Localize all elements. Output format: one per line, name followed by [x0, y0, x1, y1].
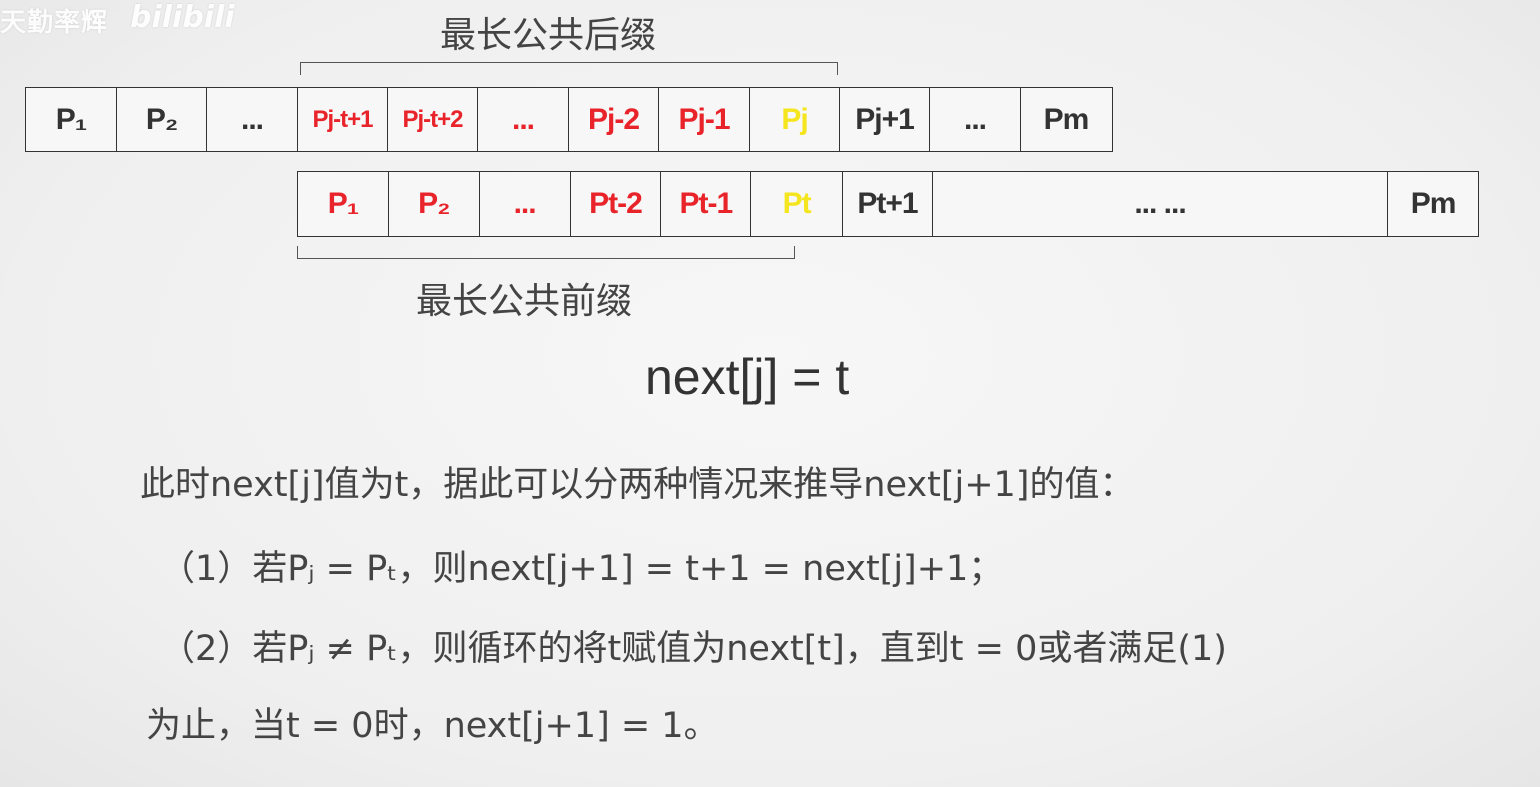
row-j-cell-5: Pj-t+2 [388, 88, 478, 151]
row-t-cell-9: Pm [1410, 187, 1457, 220]
row-j-cell-6: ... [478, 88, 569, 151]
row-j-cell-3: ... [207, 88, 298, 151]
row-j-cell-11: ... [930, 88, 1021, 151]
row-t-cell-1: P₁ [298, 172, 389, 236]
row-j-cell-8: Pj-1 [659, 88, 750, 151]
longest-common-prefix-label: 最长公共前缀 [416, 281, 633, 322]
row-j-cell-7: Pj-2 [569, 88, 659, 151]
row-j-cell-2: P₂ [117, 88, 207, 151]
suffix-bracket [300, 62, 838, 75]
row-t-cell-8: ... ... [933, 172, 1389, 236]
text-line-1: 此时next[j]值为t，据此可以分两种情况来推导next[j+1]的值： [140, 465, 1135, 505]
row-t-cell-2: P₂ [389, 172, 480, 236]
row-t-cell-5: Pt-1 [661, 172, 752, 236]
text-line-3: （2）若Pⱼ ≠ Pₜ，则循环的将t赋值为next[t]，直到t = 0或者满足… [160, 629, 1227, 669]
row-t-cell-7: Pt+1 [843, 172, 933, 236]
row-j-cell-9: Pj [750, 88, 840, 151]
watermark-channel: 天勤率辉 [0, 8, 109, 38]
row-t-cell-3: ... [480, 172, 571, 236]
text-line-4: 为止，当t = 0时，next[j+1] = 1。 [146, 706, 719, 746]
row-t-cell-4: Pt-2 [571, 172, 662, 236]
watermark-logo: bilibili [130, 0, 235, 35]
next-formula: next[j] = t [645, 349, 850, 405]
prefix-bracket [297, 246, 795, 259]
row-j-cell-4: Pj-t+1 [298, 88, 388, 151]
longest-common-suffix-label: 最长公共后缀 [440, 15, 657, 56]
row-j-cell-10: Pj+1 [840, 88, 930, 151]
row-t-cell-6: Pt [751, 172, 844, 236]
row-j-cell-12: Pm [1043, 102, 1090, 136]
text-line-2: （1）若Pⱼ = Pₜ，则next[j+1] = t+1 = next[j]+1… [160, 549, 1004, 589]
row-j-cell-1: P₁ [26, 88, 117, 151]
